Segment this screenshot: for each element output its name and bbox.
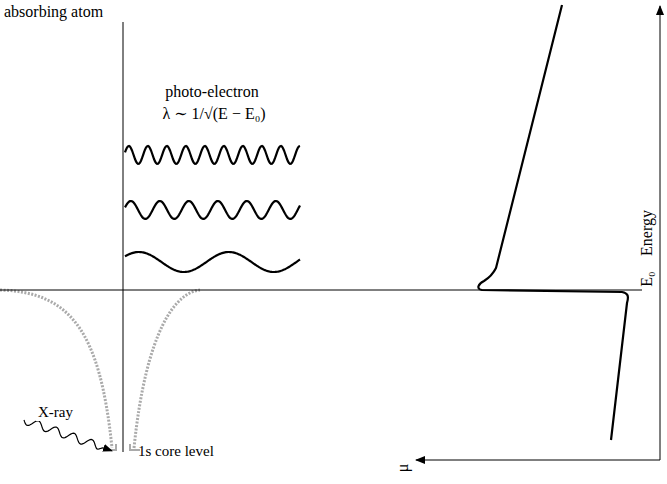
atom-axis	[123, 22, 124, 452]
xray-squiggle	[24, 420, 112, 451]
core-level-label: 1s core level	[138, 443, 214, 460]
wavelength-formula: λ ∼ 1/√(E − E₀)	[162, 105, 265, 123]
axis-title: μ	[394, 464, 412, 473]
photoelectron-wave	[125, 201, 300, 219]
xray-label: X-ray	[36, 404, 75, 421]
axis-title: Energy	[638, 210, 656, 256]
photoelectron-wave	[125, 146, 300, 164]
energy-axis	[660, 6, 661, 460]
wave-label: photo-electron	[165, 83, 258, 101]
edge-energy-label: E₀	[638, 271, 656, 286]
photoelectron-wave	[125, 252, 300, 272]
mu-axis	[416, 460, 660, 461]
potential-well	[134, 290, 200, 448]
absorption-spectrum	[478, 5, 628, 440]
potential-well	[0, 290, 112, 448]
caption-label: absorbing atom	[4, 3, 103, 21]
